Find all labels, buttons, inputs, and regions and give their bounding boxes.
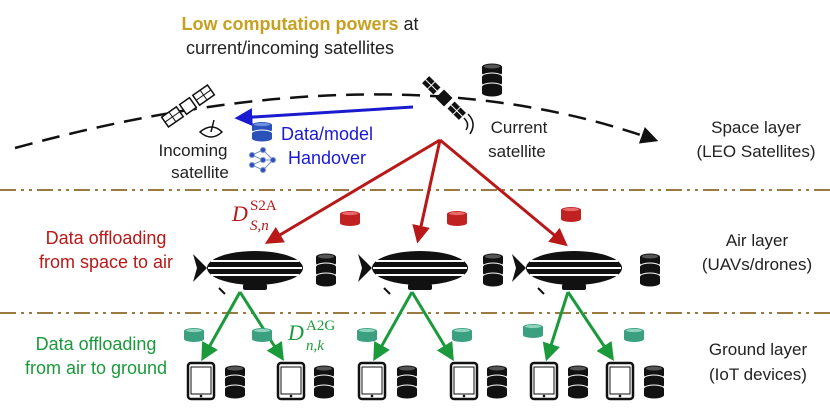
air-layer-line2: (UAVs/drones): [702, 255, 812, 274]
title-line1: Low computation powers at: [181, 14, 418, 34]
s2a-arrow-2: [412, 139, 442, 244]
signal-icon: [463, 113, 474, 135]
tablet-icon-2: [276, 361, 306, 401]
tablet-icon-6: [605, 361, 635, 401]
a2g-arrow-1: [201, 291, 242, 362]
tablet-icon-1: [186, 361, 216, 401]
handover-line2: Handover: [288, 148, 366, 168]
incoming-satellite-line2: satellite: [171, 163, 229, 182]
neural-network-icon: [249, 147, 276, 173]
current-satellite-line1: Current: [491, 118, 548, 137]
a2g-arrow-5: [542, 291, 570, 362]
s2a-line1: Data offloading: [46, 228, 167, 248]
a2g-line2: from air to ground: [25, 358, 167, 378]
teal-database-icon-3: [357, 328, 377, 342]
s2a-line2: from space to air: [39, 252, 173, 272]
a2g-superscript: A2G: [306, 318, 335, 334]
red-database-icon-1: [340, 211, 360, 226]
title-line2: current/incoming satellites: [186, 38, 394, 58]
air-layer-line1: Air layer: [726, 231, 789, 250]
tablet-icon-5: [529, 361, 559, 401]
blimp-icon-2: [357, 250, 469, 295]
s2a-arrow-3: [439, 138, 568, 247]
red-database-icon-2: [447, 211, 467, 226]
a2g-arrow-6: [566, 291, 614, 361]
s2a-subscript: S,n: [250, 218, 269, 234]
tablet-icon-4: [449, 361, 479, 401]
incoming-satellite-icon: [160, 84, 216, 128]
a2g-arrow-3: [373, 291, 414, 362]
blimp-database-icon-3: [640, 253, 660, 287]
a2g-arrow-2: [238, 291, 284, 362]
s2a-arrow-1: [264, 138, 441, 244]
current-satellite-line2: satellite: [488, 142, 546, 161]
handover-line1: Data/model: [281, 124, 373, 144]
blimp-icon-1: [192, 250, 304, 295]
dish-icon: [198, 119, 224, 138]
teal-database-icon-6: [624, 328, 644, 342]
device-database-icon-3: [397, 365, 417, 399]
a2g-symbol: D: [287, 320, 304, 345]
a2g-line1: Data offloading: [36, 334, 157, 354]
s2a-symbol: D: [231, 201, 248, 226]
teal-database-icon-4: [452, 328, 472, 342]
teal-database-icon-5: [523, 324, 543, 338]
red-database-icon-3: [561, 207, 581, 222]
ground-layer-line1: Ground layer: [709, 340, 808, 359]
teal-database-icon-1: [184, 328, 204, 342]
device-database-icon-4: [487, 365, 507, 399]
device-database-icon-5: [568, 365, 588, 399]
a2g-subscript: n,k: [306, 338, 324, 354]
device-database-icon-1: [225, 365, 245, 399]
orbit-arc: [14, 93, 659, 150]
blimp-icon-3: [511, 250, 623, 295]
teal-database-icon-2: [252, 328, 272, 342]
incoming-satellite-line1: Incoming: [159, 141, 228, 160]
a2g-arrow-4: [410, 291, 454, 362]
title-highlight: Low computation powers: [181, 14, 398, 34]
s2a-superscript: S2A: [250, 198, 277, 214]
handover-arrow: [234, 105, 414, 127]
title-rest: at: [399, 14, 419, 34]
space-layer-line2: (LEO Satellites): [696, 142, 815, 161]
device-database-icon-2: [314, 365, 334, 399]
satellite-database-icon: [482, 63, 502, 97]
blimp-database-icon-2: [483, 253, 503, 287]
device-database-icon-6: [644, 365, 664, 399]
space-layer-line1: Space layer: [711, 118, 801, 137]
ground-layer-line2: (IoT devices): [709, 365, 807, 384]
blimp-database-icon-1: [316, 253, 336, 287]
tablet-icon-3: [357, 361, 387, 401]
model-database-icon: [252, 122, 272, 142]
